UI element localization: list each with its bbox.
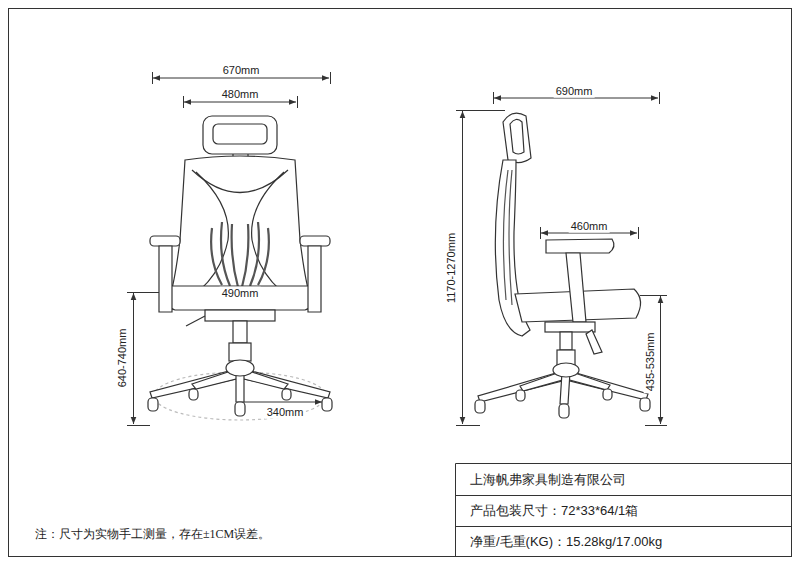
chair-side-view	[475, 113, 650, 418]
dimension-label: 690mm	[554, 85, 595, 98]
dimension-label: 670mm	[221, 64, 262, 77]
dimension-label: 490mm	[220, 287, 261, 300]
dimension-label: 460mm	[569, 220, 610, 233]
dimension-label: 480mm	[220, 88, 261, 101]
info-table	[456, 464, 792, 558]
dimension-lines	[127, 72, 667, 426]
frame	[9, 9, 792, 557]
weight-info: 净重/毛重(KG)：15.28kg/17.00kg	[468, 535, 664, 550]
dimension-label: 340mm	[265, 406, 306, 419]
dimension-label: 435-535mm	[644, 331, 657, 394]
dimension-label: 1170-1270mm	[445, 231, 458, 305]
package-size: 产品包装尺寸：72*33*64/1箱	[468, 504, 640, 519]
company-name: 上海帆弗家具制造有限公司	[468, 473, 628, 488]
note-text: 注：尺寸为实物手工测量，存在±1CM误差。	[33, 528, 272, 542]
dimension-label: 640-740mm	[116, 327, 129, 390]
chair-front-view	[148, 116, 332, 420]
